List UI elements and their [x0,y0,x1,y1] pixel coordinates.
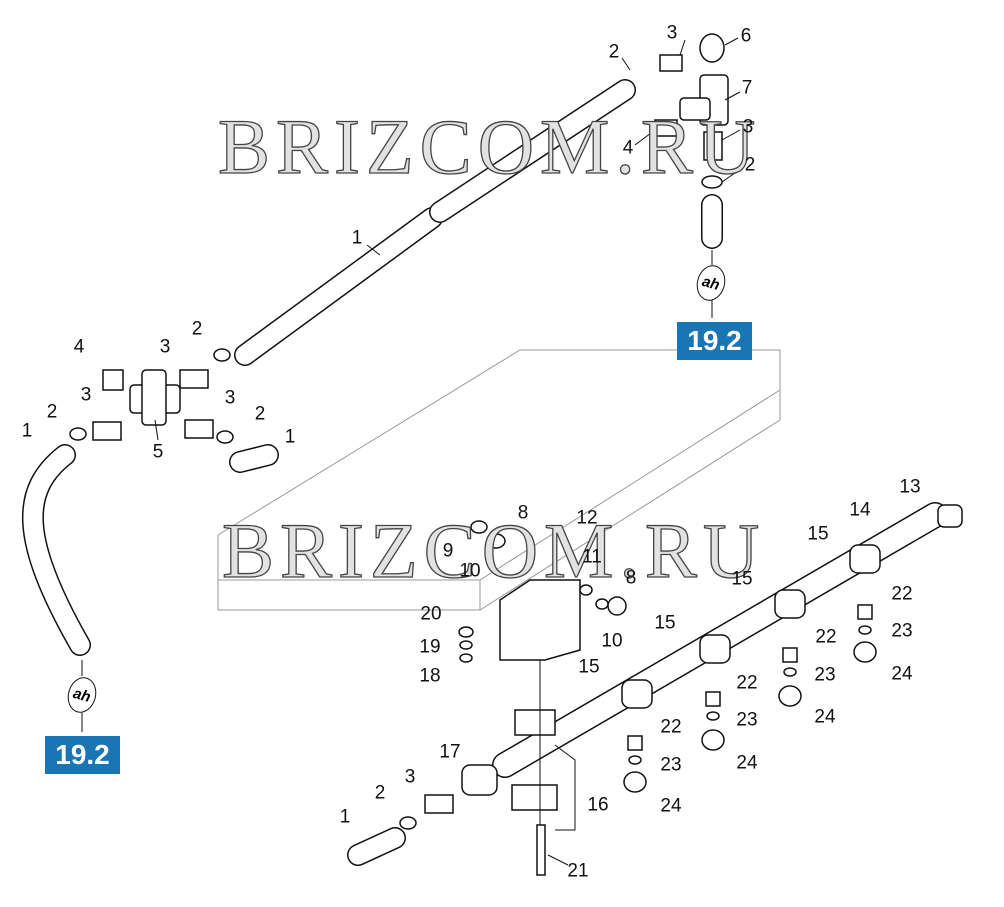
callout-10: 3 [159,336,171,358]
callout-19: 12 [576,507,598,529]
callout-42: 24 [736,752,758,774]
callout-3: 7 [741,77,753,99]
callout-5: 4 [622,137,634,159]
callout-26: 19 [419,636,441,658]
callout-51: 21 [567,860,589,882]
callout-15: 1 [21,420,33,442]
fittings [69,33,963,876]
callout-36: 24 [891,663,913,685]
callout-50: 16 [587,794,609,816]
callout-20: 9 [442,540,454,562]
callout-35: 23 [891,620,913,642]
callout-40: 22 [736,672,758,694]
frame-beam [217,349,781,611]
callout-31: 15 [731,568,753,590]
hoses [22,79,948,866]
callout-28: 13 [899,476,921,498]
callout-30: 15 [807,523,829,545]
reference-badge-left[interactable]: 19.2 [45,736,120,774]
callout-32: 15 [654,612,676,634]
callout-2: 2 [608,41,620,63]
callout-22: 11 [582,546,602,568]
leader-lines [81,37,743,866]
callout-39: 24 [814,706,836,728]
callout-6: 2 [744,154,756,176]
callout-29: 14 [849,499,871,521]
callout-9: 2 [191,318,203,340]
watermark-top: BRIZCOM.RU [217,103,762,190]
callout-25: 20 [420,603,442,625]
callout-8: 4 [73,336,85,358]
callout-21: 10 [459,560,481,582]
callout-33: 15 [578,656,600,678]
callout-44: 23 [660,754,682,776]
callout-47: 3 [404,766,416,788]
callout-46: 17 [439,741,461,763]
callout-7: 1 [351,227,363,249]
callout-17: 1 [284,426,296,448]
callout-37: 22 [815,626,837,648]
callout-27: 18 [419,665,441,687]
callout-18: 8 [517,502,529,524]
callout-12: 3 [224,387,236,409]
callout-49: 1 [339,806,351,828]
callout-43: 22 [660,716,682,738]
callout-24: 10 [601,630,623,652]
callout-1: 6 [740,25,752,47]
callout-0: 3 [666,22,678,44]
callout-13: 2 [46,401,58,423]
callout-48: 2 [374,782,386,804]
callout-23: 8 [625,567,637,589]
callout-16: 5 [152,441,164,463]
callout-34: 22 [891,583,913,605]
callout-41: 23 [736,709,758,731]
callout-38: 23 [814,664,836,686]
callout-45: 24 [660,795,682,817]
reference-badge-right[interactable]: 19.2 [677,322,752,360]
watermark-middle: BRIZCOM.RU [221,507,766,594]
callout-4: 3 [742,116,754,138]
callout-11: 3 [80,384,92,406]
callout-14: 2 [254,403,266,425]
